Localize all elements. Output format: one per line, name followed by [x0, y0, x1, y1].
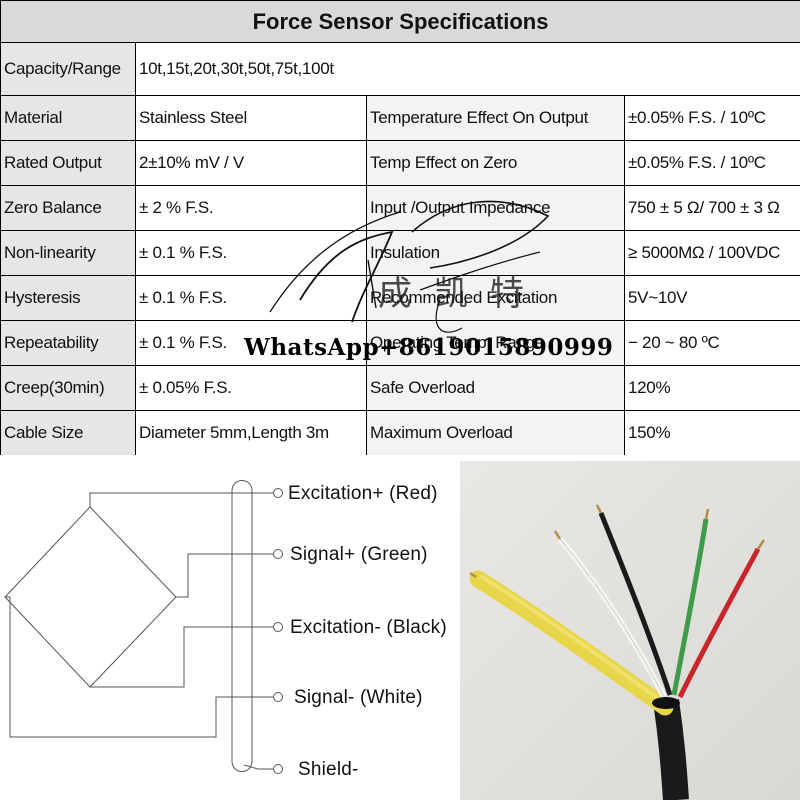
watermark-logo: 成凯特: [269, 200, 550, 333]
spec-label: Safe Overload: [366, 365, 625, 411]
spec-label: Temp Effect on Zero: [366, 140, 625, 186]
spec-value: ± 0.1 % F.S.: [135, 230, 367, 276]
table-row: Material Stainless Steel Temperature Eff…: [0, 95, 800, 141]
cable-photo: [460, 461, 800, 800]
spec-label: Hysteresis: [0, 275, 136, 321]
wire-label-shield: Shield-: [298, 759, 359, 780]
spec-label: Cable Size: [0, 410, 136, 456]
table-title: Force Sensor Specifications: [0, 0, 800, 43]
table-row: Non-linearity ± 0.1 % F.S. Insulation ≥ …: [0, 230, 800, 276]
spec-label: Input /Output Impedance: [366, 185, 625, 231]
watermark-contact: WhatsApp+8619015890999: [244, 334, 614, 361]
spec-value: ±0.05% F.S. / 10ºC: [624, 95, 800, 141]
spec-value: 2±10% mV / V: [135, 140, 367, 186]
table-row: Hysteresis ± 0.1 % F.S. Recommended Exci…: [0, 275, 800, 321]
spec-value: ± 0.05% F.S.: [135, 365, 367, 411]
spec-label: Maximum Overload: [366, 410, 625, 456]
wire-label-signal-plus: Signal+ (Green): [290, 544, 428, 565]
wire-label-signal-minus: Signal- (White): [294, 687, 423, 708]
spec-value: ≥ 5000MΩ / 100VDC: [624, 230, 800, 276]
spec-label: Capacity/Range: [0, 42, 136, 96]
spec-value: Diameter 5mm,Length 3m: [135, 410, 367, 456]
spec-label: Zero Balance: [0, 185, 136, 231]
table-row: Cable Size Diameter 5mm,Length 3m Maximu…: [0, 410, 800, 456]
table-row: Capacity/Range 10t,15t,20t,30t,50t,75t,1…: [0, 42, 800, 96]
spec-label: Insulation: [366, 230, 625, 276]
divider: [0, 455, 800, 461]
spec-table-section: Force Sensor Specifications Capacity/Ran…: [0, 0, 800, 456]
spec-label: Operating Temp. Range: [366, 320, 625, 366]
spec-value: − 20 ~ 80 ºC: [624, 320, 800, 366]
spec-label: Non-linearity: [0, 230, 136, 276]
spec-value: 750 ± 5 Ω/ 700 ± 3 Ω: [624, 185, 800, 231]
table-row: Repeatability ± 0.1 % F.S. Operating Tem…: [0, 320, 800, 366]
spec-value: ± 0.1 % F.S.: [135, 275, 367, 321]
wiring-diagram: Excitation+ (Red) Signal+ (Green) Excita…: [0, 461, 460, 800]
spec-label: Temperature Effect On Output: [366, 95, 625, 141]
spec-table: Force Sensor Specifications Capacity/Ran…: [0, 0, 800, 456]
wire-label-excitation-plus: Excitation+ (Red): [288, 483, 438, 504]
table-row: Creep(30min) ± 0.05% F.S. Safe Overload …: [0, 365, 800, 411]
spec-value: ± 2 % F.S.: [135, 185, 367, 231]
spec-value: 5V~10V: [624, 275, 800, 321]
bridge-circuit: [4, 480, 283, 774]
spec-label: Material: [0, 95, 136, 141]
table-row: Rated Output 2±10% mV / V Temp Effect on…: [0, 140, 800, 186]
table-title-row: Force Sensor Specifications: [0, 0, 800, 43]
wire-label-excitation-minus: Excitation- (Black): [290, 617, 447, 638]
spec-value: ±0.05% F.S. / 10ºC: [624, 140, 800, 186]
spec-label: Recommended Excitation: [366, 275, 625, 321]
spec-value: 150%: [624, 410, 800, 456]
watermark-glyphs: 成凯特: [378, 274, 546, 314]
spec-value: ± 0.1 % F.S.: [135, 320, 367, 366]
spec-value: 120%: [624, 365, 800, 411]
spec-label: Repeatability: [0, 320, 136, 366]
table-row: Zero Balance ± 2 % F.S. Input /Output Im…: [0, 185, 800, 231]
spec-value: Stainless Steel: [135, 95, 367, 141]
